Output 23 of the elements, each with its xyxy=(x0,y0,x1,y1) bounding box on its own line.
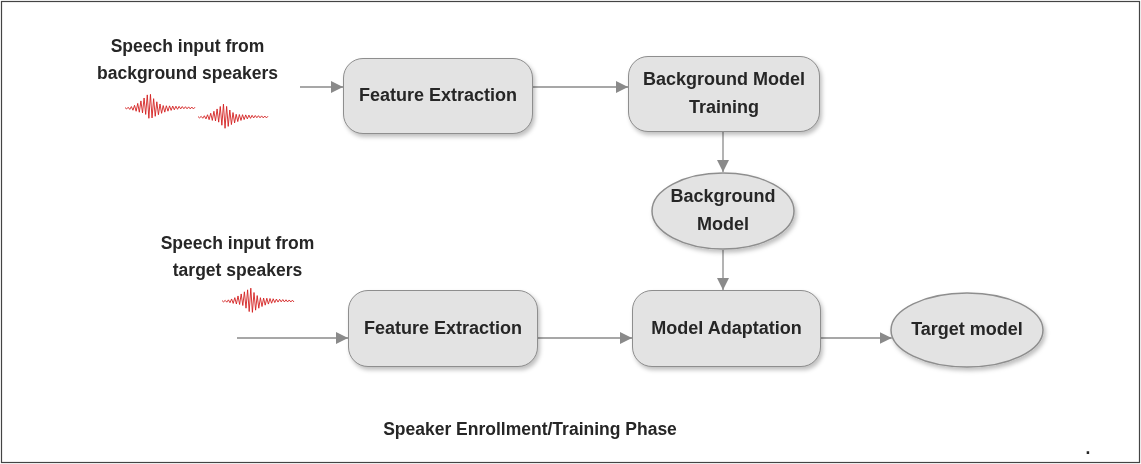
arrow xyxy=(820,332,893,344)
node-label: Target model xyxy=(910,318,1024,342)
model-ellipse xyxy=(651,172,795,250)
model-ellipse xyxy=(890,292,1044,368)
arrow xyxy=(717,131,729,173)
input-label: Speech input from target speakers xyxy=(159,232,316,283)
node-label: Feature Extraction xyxy=(362,316,523,340)
process-box xyxy=(628,56,820,132)
node-label: Background Model Training xyxy=(642,68,806,119)
input-label: Speech input from background speakers xyxy=(96,35,279,86)
node-label: Feature Extraction xyxy=(357,84,518,108)
node-label: Model Adaptation xyxy=(650,316,803,340)
arrow xyxy=(532,81,629,93)
node-label: Background Model xyxy=(669,185,777,236)
caption: Speaker Enrollment/Training Phase xyxy=(382,418,678,441)
dot-mark: . xyxy=(1084,437,1092,460)
process-box xyxy=(343,58,533,134)
process-box xyxy=(632,290,821,367)
arrow xyxy=(537,332,633,344)
process-box xyxy=(348,290,538,367)
arrow xyxy=(299,81,344,93)
arrow xyxy=(236,332,349,344)
arrow xyxy=(717,249,729,291)
